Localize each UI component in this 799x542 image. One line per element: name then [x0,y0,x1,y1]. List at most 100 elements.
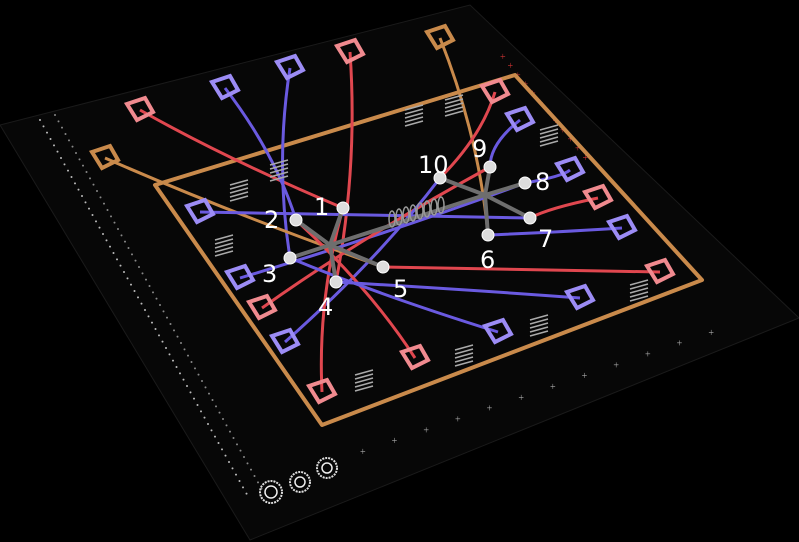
edge-dot [211,399,214,401]
control-line [487,226,623,237]
bond-pad [268,327,301,355]
cross-marker: + [677,339,683,350]
control-line [199,210,531,220]
edge-dot [186,385,188,387]
edge-dot [39,119,41,121]
edge-dot [61,126,63,129]
qubit-label-2: 2 [264,206,279,234]
edge-dot [200,410,202,413]
bond-pad [643,257,676,285]
qubit-9 [483,160,497,174]
qubit-label-9: 9 [472,135,487,163]
edge-dot [225,424,228,427]
readout-resonator [404,112,424,119]
edge-dot [148,285,151,287]
control-line [335,280,581,300]
edge-dot [120,234,123,237]
edge-dot [92,183,95,186]
control-line [289,256,499,334]
readout-resonator [214,242,234,249]
bond-pad [88,143,121,171]
coupler-arm [329,243,384,269]
bond-pad [563,283,596,311]
coupler-arm [328,207,345,246]
edge-dot [57,120,60,123]
readout-resonator [404,104,424,111]
bond-pad [581,183,614,211]
readout-resonator [539,124,559,131]
edge-dot [162,310,165,313]
cross-marker: + [645,350,651,361]
edge-dot [187,354,189,357]
edge-dot [98,226,101,229]
edge-dot [53,144,55,147]
edge-dot [218,411,221,414]
edge-dot [152,291,154,294]
edge-dot [112,252,115,254]
edge-dot [189,391,192,394]
edge-dot [81,195,83,197]
bond-pad [398,343,431,371]
bond-pad [333,37,366,65]
cross-marker: + [423,425,429,436]
edge-dot [236,443,238,446]
edge-dot [166,316,168,319]
bus-resonator-line [329,193,486,247]
readout-resonator [354,369,374,376]
bond-pad [423,23,456,51]
edge-dot [215,405,217,408]
readout-resonator [539,132,559,139]
coupler-arm [439,176,486,197]
qubit-label-3: 3 [262,260,277,288]
readout-resonator [454,348,474,355]
edge-dot [229,430,231,433]
edge-dot [78,158,81,161]
qubit-label-1: 1 [314,193,329,221]
edge-dot [159,304,161,306]
edge-dot [145,278,147,281]
edge-dot [106,209,109,211]
edge-dot [123,271,125,273]
bond-pad [481,317,514,345]
readout-resonator [529,314,549,321]
qubit-5 [376,260,390,274]
edge-dot [109,245,111,248]
edge-dot [138,266,140,268]
edge-dot [228,461,230,463]
readout-resonator [269,163,289,170]
edge-dot [208,392,210,395]
bond-pad [123,95,156,123]
bond-pad [223,263,256,291]
edge-dot [172,359,174,362]
edge-dot [235,473,237,476]
cross-marker: + [582,371,588,382]
readout-resonator [529,326,549,333]
readout-resonator [629,287,649,294]
cross-marker: + [500,52,506,63]
edge-dot [210,429,213,432]
edge-dot [151,321,153,324]
edge-dot [144,309,146,311]
bus-resonator-meander [388,210,396,228]
edge-dot [88,207,90,210]
readout-resonator [454,356,474,363]
cross-marker: + [392,436,398,447]
readout-resonator [629,295,649,302]
edge-dot [126,277,129,280]
readout-resonator [529,318,549,325]
logo-2-inner [294,476,306,488]
cross-marker: + [568,135,574,146]
chip-substrate [0,4,799,541]
edge-dot [67,169,69,172]
edge-dot [180,342,182,344]
readout-resonator [629,283,649,290]
qubit-label-8: 8 [535,168,550,196]
logo-1-inner [264,485,278,499]
coupler-arm [294,218,332,247]
bus-resonator-meander [423,200,431,218]
edge-dot [124,240,126,243]
edge-dot [49,138,52,140]
cross-marker: + [583,153,589,164]
